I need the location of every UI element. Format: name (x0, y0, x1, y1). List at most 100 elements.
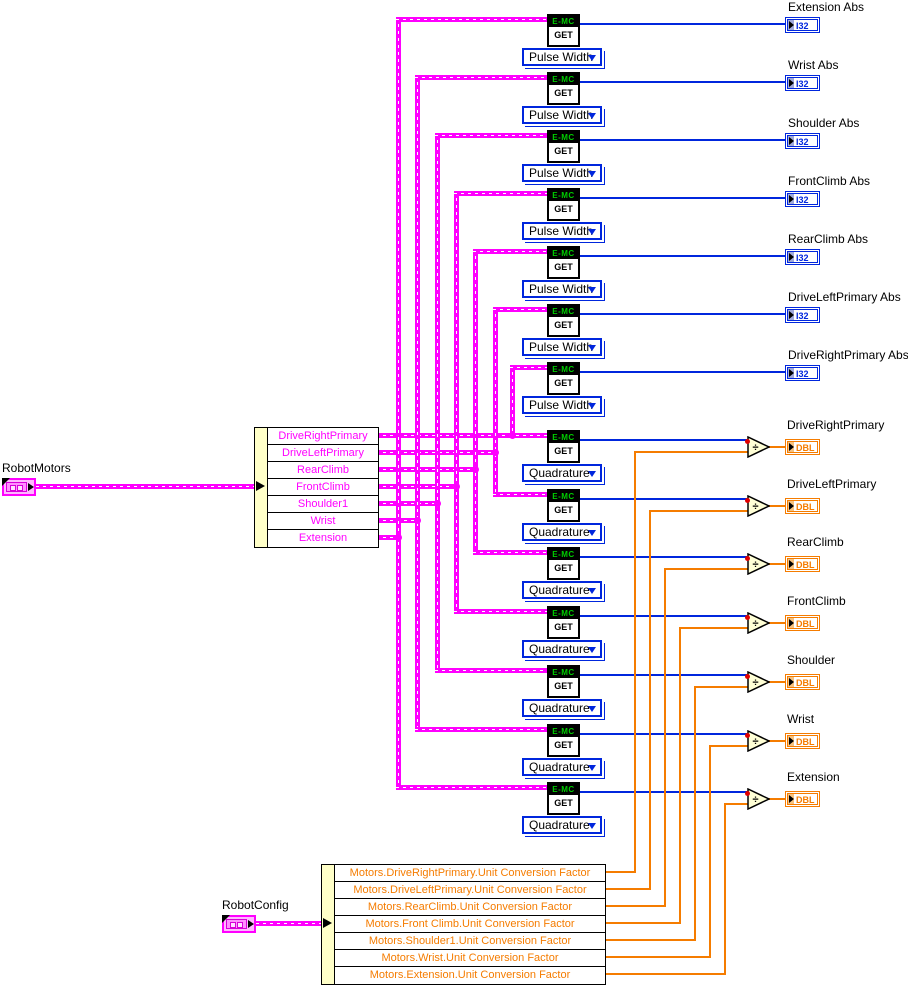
cluster-wire-segment[interactable] (376, 433, 547, 438)
dbl-wire[interactable] (768, 798, 786, 800)
dbl-wire[interactable] (649, 510, 651, 890)
i32-indicator-terminal[interactable]: I32 (785, 75, 820, 91)
cluster-wire-segment[interactable] (493, 307, 498, 497)
unbundle-element[interactable]: FrontClimb (268, 479, 378, 496)
dbl-indicator-terminal[interactable]: DBL (785, 791, 820, 807)
unbundle-element[interactable]: Motors.Wrist.Unit Conversion Factor (335, 950, 605, 967)
i32-wire[interactable] (580, 23, 786, 25)
cluster-wire-segment[interactable] (473, 550, 547, 555)
get-property-dropdown[interactable]: Quadrature (522, 581, 602, 599)
i32-wire[interactable] (580, 313, 786, 315)
unbundle-element[interactable]: Motors.Extension.Unit Conversion Factor (369, 969, 571, 981)
dbl-wire[interactable] (603, 973, 726, 975)
unbundle-element[interactable]: Motors.Shoulder1.Unit Conversion Factor (335, 933, 605, 950)
cluster-wire-segment[interactable] (396, 17, 547, 22)
i32-indicator-terminal[interactable]: I32 (785, 191, 820, 207)
dbl-wire[interactable] (603, 939, 696, 941)
cluster-wire-segment[interactable] (435, 668, 547, 673)
dbl-wire[interactable] (603, 922, 681, 924)
cluster-wire-segment[interactable] (415, 727, 547, 732)
divide-node[interactable]: ÷ (747, 729, 771, 757)
cluster-wire-segment[interactable] (396, 785, 547, 790)
emc-get-node[interactable]: E-MC GET (547, 430, 580, 463)
cluster-wire-segment[interactable] (473, 249, 478, 555)
cluster-wire-segment[interactable] (493, 492, 547, 497)
i32-wire[interactable] (580, 139, 786, 141)
divide-node[interactable]: ÷ (747, 787, 771, 815)
get-property-dropdown[interactable]: Pulse Width (522, 280, 602, 298)
cluster-wire-segment[interactable] (473, 249, 547, 254)
dbl-wire[interactable] (768, 622, 786, 624)
get-property-dropdown[interactable]: Quadrature (522, 640, 602, 658)
dbl-wire[interactable] (768, 505, 786, 507)
dbl-wire[interactable] (634, 451, 748, 453)
emc-get-node[interactable]: E-MC GET (547, 489, 580, 522)
emc-get-node[interactable]: E-MC GET (547, 14, 580, 47)
get-property-dropdown[interactable]: Pulse Width (522, 222, 602, 240)
get-property-dropdown[interactable]: Pulse Width (522, 164, 602, 182)
get-property-dropdown[interactable]: Pulse Width (522, 106, 602, 124)
dbl-wire[interactable] (664, 568, 748, 570)
i32-indicator-terminal[interactable]: I32 (785, 17, 820, 33)
cluster-wire-segment[interactable] (454, 191, 459, 614)
emc-get-node[interactable]: E-MC GET (547, 724, 580, 757)
i32-indicator-terminal[interactable]: I32 (785, 133, 820, 149)
i32-indicator-terminal[interactable]: I32 (785, 307, 820, 323)
emc-get-node[interactable]: E-MC GET (547, 547, 580, 580)
dbl-wire[interactable] (768, 740, 786, 742)
divide-node[interactable]: ÷ (747, 494, 771, 522)
emc-get-node[interactable]: E-MC GET (547, 246, 580, 279)
i32-wire[interactable] (580, 371, 786, 373)
cluster-wire-segment[interactable] (510, 365, 547, 370)
dbl-indicator-terminal[interactable]: DBL (785, 733, 820, 749)
dbl-wire[interactable] (709, 745, 711, 958)
get-property-dropdown[interactable]: Quadrature (522, 699, 602, 717)
emc-get-node[interactable]: E-MC GET (547, 130, 580, 163)
dbl-wire[interactable] (664, 568, 666, 907)
robotmotors-wire[interactable] (36, 484, 256, 489)
get-property-dropdown[interactable]: Quadrature (522, 816, 602, 834)
dbl-wire[interactable] (679, 627, 681, 924)
unbundle-element[interactable]: Motors.Front Climb.Unit Conversion Facto… (335, 916, 605, 933)
get-property-dropdown[interactable]: Quadrature (522, 523, 602, 541)
unbundle-element[interactable]: DriveRightPrimary (268, 428, 378, 445)
dbl-wire[interactable] (603, 956, 711, 958)
i32-wire[interactable] (580, 498, 748, 500)
get-property-dropdown[interactable]: Pulse Width (522, 338, 602, 356)
cluster-wire-segment[interactable] (376, 501, 440, 506)
emc-get-node[interactable]: E-MC GET (547, 606, 580, 639)
robotmotors-cluster-terminal[interactable] (2, 478, 36, 496)
emc-get-node[interactable]: E-MC GET (547, 188, 580, 221)
dbl-wire[interactable] (724, 803, 748, 805)
emc-get-node[interactable]: E-MC GET (547, 72, 580, 105)
i32-wire[interactable] (580, 81, 786, 83)
divide-node[interactable]: ÷ (747, 611, 771, 639)
robotconfig-cluster-terminal[interactable] (222, 915, 256, 933)
cluster-wire-segment[interactable] (376, 467, 478, 472)
unbundle-element[interactable]: Extension (298, 532, 348, 544)
dbl-wire[interactable] (768, 446, 786, 448)
dbl-wire[interactable] (768, 681, 786, 683)
dbl-wire[interactable] (724, 803, 726, 975)
cluster-wire-segment[interactable] (376, 535, 401, 540)
emc-get-node[interactable]: E-MC GET (547, 782, 580, 815)
dbl-indicator-terminal[interactable]: DBL (785, 498, 820, 514)
cluster-wire-segment[interactable] (435, 133, 440, 673)
i32-wire[interactable] (580, 197, 786, 199)
config-unbundle-node[interactable]: Motors.DriveRightPrimary.Unit Conversion… (321, 864, 606, 985)
dbl-wire[interactable] (603, 871, 636, 873)
cluster-wire-segment[interactable] (510, 365, 515, 438)
dbl-wire[interactable] (709, 745, 748, 747)
unbundle-element[interactable]: Shoulder1 (268, 496, 378, 513)
i32-indicator-terminal[interactable]: I32 (785, 249, 820, 265)
get-property-dropdown[interactable]: Pulse Width (522, 48, 602, 66)
unbundle-element[interactable]: Wrist (268, 513, 378, 530)
i32-wire[interactable] (580, 556, 748, 558)
dbl-wire[interactable] (694, 686, 696, 941)
dbl-wire[interactable] (649, 510, 748, 512)
dbl-wire[interactable] (634, 451, 636, 873)
cluster-wire-segment[interactable] (435, 133, 547, 138)
emc-get-node[interactable]: E-MC GET (547, 665, 580, 698)
dbl-wire[interactable] (694, 686, 748, 688)
